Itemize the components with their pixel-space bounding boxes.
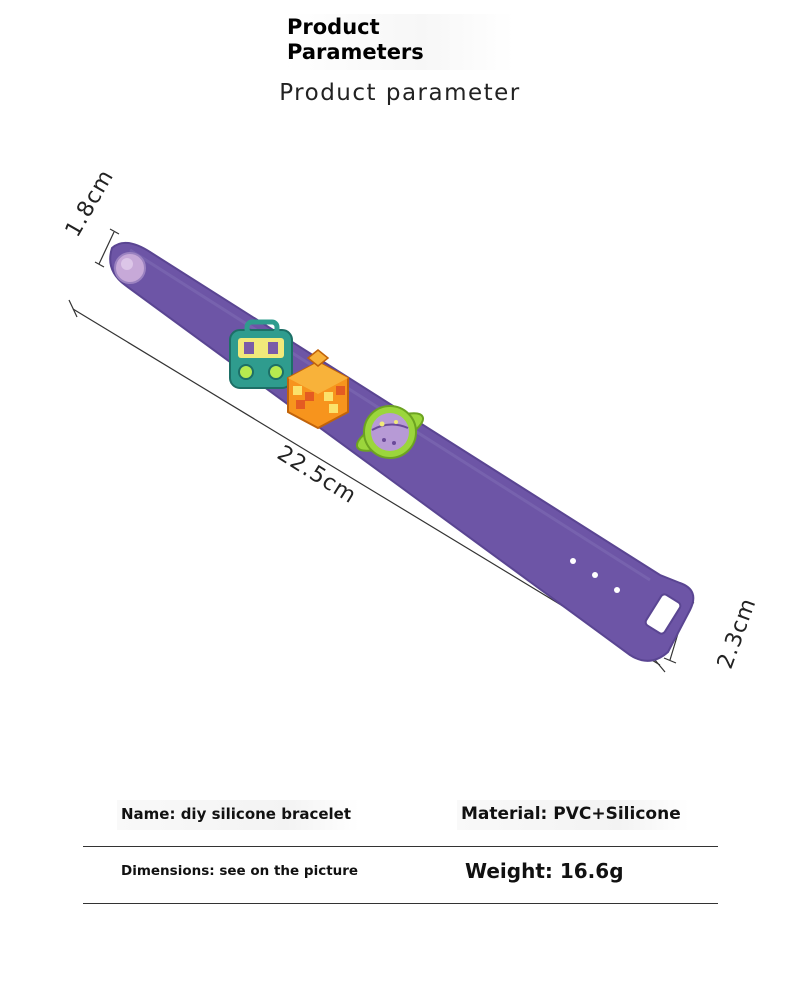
puzzle-cube-icon: [287, 349, 349, 430]
snap-button-icon: [114, 252, 146, 284]
end-width-dimension: [94, 228, 120, 268]
dimension-label-end-width: 1.8cm: [61, 165, 119, 241]
spec-dimensions-text: Dimensions: see on the picture: [121, 863, 359, 879]
title-highlight: [284, 14, 514, 70]
planet-icon: [355, 405, 425, 459]
spec-weight-text: Weight: 16.6g: [465, 859, 624, 883]
spec-material-text: Material: PVC+Silicone: [461, 804, 681, 824]
spec-name-text: Name: diy silicone bracelet: [121, 805, 352, 823]
page-title: Product Parameters: [287, 15, 424, 64]
spec-dimensions: Dimensions: see on the picture: [121, 843, 358, 899]
spec-name: Name: diy silicone bracelet: [117, 786, 360, 842]
page-subtitle: Product parameter: [279, 80, 521, 106]
spec-material: Material: PVC+Silicone: [457, 786, 689, 842]
spec-weight: Weight: 16.6g: [465, 843, 624, 899]
boombox-icon: [229, 319, 293, 389]
dimension-label-buckle-width: 2.3cm: [713, 595, 762, 673]
bracelet-figure: 1.8cm 22.5cm 2.3cm: [61, 165, 762, 673]
spec-row-1: Name: diy silicone bracelet Material: PV…: [83, 786, 718, 847]
spec-row-2: Dimensions: see on the picture Weight: 1…: [83, 843, 718, 904]
